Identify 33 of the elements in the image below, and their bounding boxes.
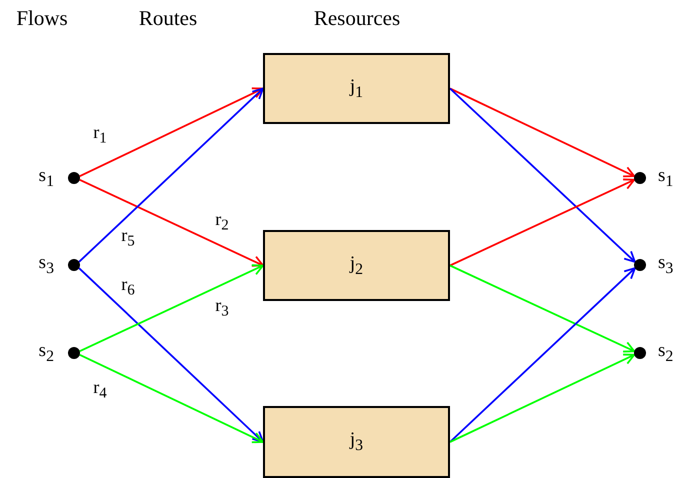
- route-arrow: [449, 267, 636, 443]
- flow-label: s$_{3}$: [38, 252, 54, 278]
- column-heading: Routes: [138, 6, 198, 31]
- resource-label: j$_{3}$: [350, 429, 364, 455]
- point-marker: [634, 347, 646, 359]
- route-arrow: [78, 268, 264, 443]
- route-arrow: [79, 354, 264, 444]
- flow-label: s$_{1}$: [658, 165, 674, 191]
- point-marker: [634, 172, 646, 184]
- flow-label: s$_{2}$: [658, 340, 674, 366]
- route-arrow: [450, 178, 636, 266]
- route-arrow: [449, 88, 636, 263]
- point-marker: [68, 347, 80, 359]
- flow-label: s$_{3}$: [658, 252, 674, 278]
- resource-box: [263, 53, 450, 124]
- resource-box: [263, 230, 450, 301]
- route-arrow: [450, 354, 636, 443]
- flow-label: s$_{2}$: [38, 340, 54, 366]
- resource-label: j$_{2}$: [350, 252, 364, 278]
- route-arrow: [79, 264, 264, 352]
- flow-label: s$_{1}$: [38, 165, 54, 191]
- route-arrow: [79, 178, 264, 267]
- route-arrow: [78, 88, 264, 262]
- column-heading: Flows: [16, 6, 68, 31]
- resource-label: j$_{1}$: [350, 76, 364, 102]
- route-arrow: [450, 88, 636, 178]
- point-marker: [634, 259, 646, 271]
- route-arrow: [79, 87, 264, 177]
- point-marker: [68, 259, 80, 271]
- route-arrow: [450, 264, 636, 352]
- column-heading: Resources: [314, 6, 400, 31]
- resource-box: [263, 406, 450, 478]
- point-marker: [68, 172, 80, 184]
